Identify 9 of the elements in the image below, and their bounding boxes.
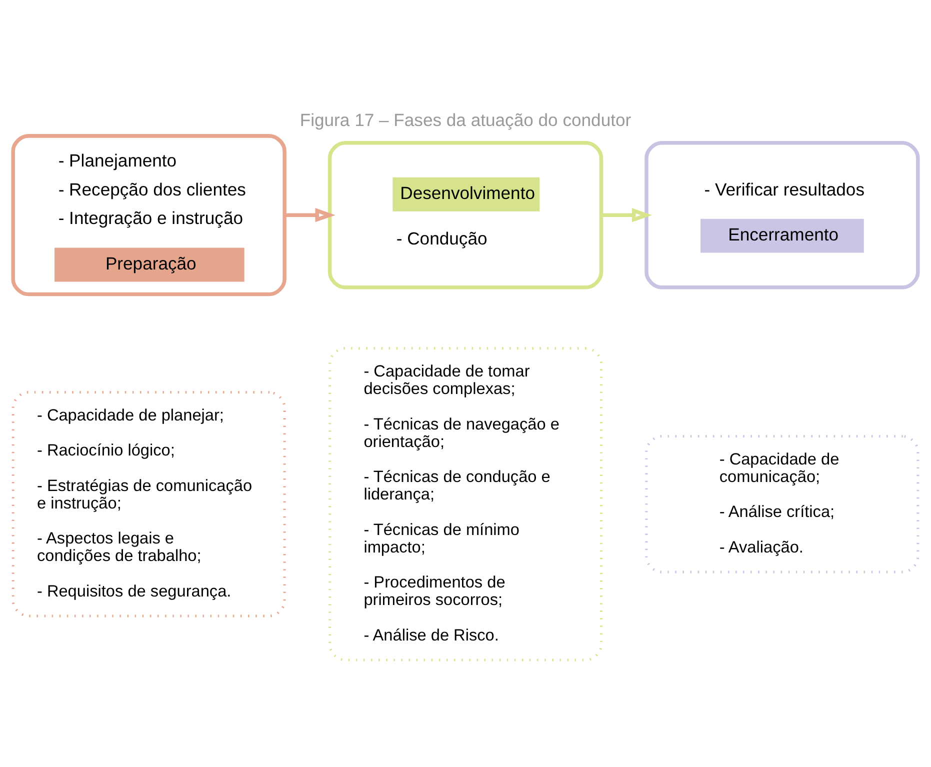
node-box: - Verificar resultados Encerramento xyxy=(644,140,920,290)
arrow xyxy=(284,208,336,222)
arrow xyxy=(602,208,652,222)
node-box: - Capacidade de comunicação; - Análise crítica; - Avaliação. xyxy=(645,435,920,574)
node-box: - Planejamento - Recepção dos clientes - Integração e instrução Preparação xyxy=(11,134,286,296)
diagram-title: Figura 17 – Fases da atuação do condutor xyxy=(300,110,632,130)
node-box: - Capacidade de planejar; - Raciocínio lógico; - Estratégias de comunicação e instrução; - Aspectos legais e condições de trabalho; - Requisitos de segurança. xyxy=(12,391,286,618)
node-box: Desenvolvimento - Condução xyxy=(328,140,604,290)
node-box: - Capacidade de tomar decisões complexas; - Técnicas de navegação e orientação; - Técnicas de condução e liderança; - Técnicas de mínimo impacto; - Procedimentos de primeiros socorros; - Análise de Risco. xyxy=(328,347,602,662)
